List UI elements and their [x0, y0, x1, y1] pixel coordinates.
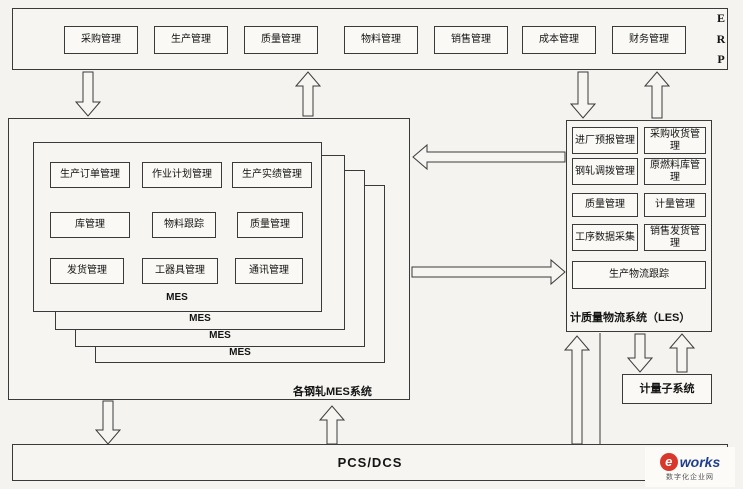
- les-module-purchase-receiving: 采购收货管理: [644, 127, 706, 154]
- erp-letter-r: R: [716, 31, 726, 46]
- mes-module-warehouse: 库管理: [50, 212, 130, 238]
- eworks-logo-subtext: 数字化企业网: [666, 473, 714, 481]
- les-module-incoming-forecast: 进厂预报管理: [572, 127, 638, 154]
- les-module-quality: 质量管理: [572, 193, 638, 217]
- arrow-mes-to-erp-icon: [294, 71, 322, 117]
- mes-module-material-track: 物料跟踪: [152, 212, 216, 238]
- pcs-dcs-bar: PCS/DCS: [12, 444, 728, 481]
- erp-module-sales: 销售管理: [434, 26, 508, 54]
- les-module-logistics-tracking: 生产物流跟踪: [572, 261, 706, 289]
- erp-module-finance: 财务管理: [612, 26, 686, 54]
- erp-letter-e: E: [716, 11, 725, 25]
- arrow-les-to-mes-icon: [412, 143, 566, 171]
- erp-module-procurement: 采购管理: [64, 26, 138, 54]
- arrow-pcs-to-les-icon: [563, 335, 591, 445]
- erp-module-cost: 成本管理: [522, 26, 596, 54]
- arrow-les-to-metering-icon: [626, 333, 654, 373]
- mes-module-job-plan: 作业计划管理: [142, 162, 222, 188]
- arrow-pcs-to-mes-icon: [318, 405, 346, 445]
- mes-module-performance: 生产实绩管理: [232, 162, 312, 188]
- mes-layer-4-label: MES: [229, 347, 251, 358]
- arrow-erp-to-les-icon: [569, 71, 597, 119]
- arrow-metering-to-les-icon: [668, 333, 696, 373]
- arrow-mes-to-pcs-icon: [94, 400, 122, 445]
- les-module-sales-shipping: 销售发货管理: [644, 224, 706, 251]
- arrow-erp-to-mes-icon: [74, 71, 102, 117]
- mes-layer-1-label: MES: [166, 292, 188, 303]
- eworks-logo: e works 数字化企业网: [645, 447, 735, 487]
- mes-layer-2-label: MES: [189, 313, 211, 324]
- eworks-logo-e-icon: e: [659, 452, 678, 471]
- arrow-les-to-erp-icon: [643, 71, 671, 119]
- les-module-raw-fuel-store: 原燃料库管理: [644, 158, 706, 185]
- metering-subsystem-box: 计量子系统: [622, 374, 712, 404]
- mes-module-tools: 工器具管理: [142, 258, 218, 284]
- mes-container-label: 各钢轧MES系统: [293, 386, 372, 398]
- arrow-mes-to-les-icon: [411, 258, 566, 286]
- mes-module-production-order: 生产订单管理: [50, 162, 130, 188]
- mes-module-communication: 通讯管理: [235, 258, 303, 284]
- mes-layer-3-label: MES: [209, 330, 231, 341]
- erp-module-material: 物料管理: [344, 26, 418, 54]
- les-module-process-data: 工序数据采集: [572, 224, 638, 251]
- les-module-metering: 计量管理: [644, 193, 706, 217]
- erp-module-production: 生产管理: [154, 26, 228, 54]
- mes-module-quality: 质量管理: [237, 212, 303, 238]
- eworks-logo-works: works: [679, 453, 721, 470]
- les-module-steel-transfer: 钢轧调拨管理: [572, 158, 638, 185]
- les-title: 计质量物流系统（LES）: [570, 312, 691, 324]
- mes-module-shipping: 发货管理: [50, 258, 124, 284]
- eworks-logo-row: e works: [659, 452, 721, 471]
- erp-module-quality: 质量管理: [244, 26, 318, 54]
- erp-letter-p: P: [717, 52, 725, 66]
- pcs-dcs-label: PCS/DCS: [337, 455, 403, 470]
- erp-label: E R P: [713, 11, 729, 67]
